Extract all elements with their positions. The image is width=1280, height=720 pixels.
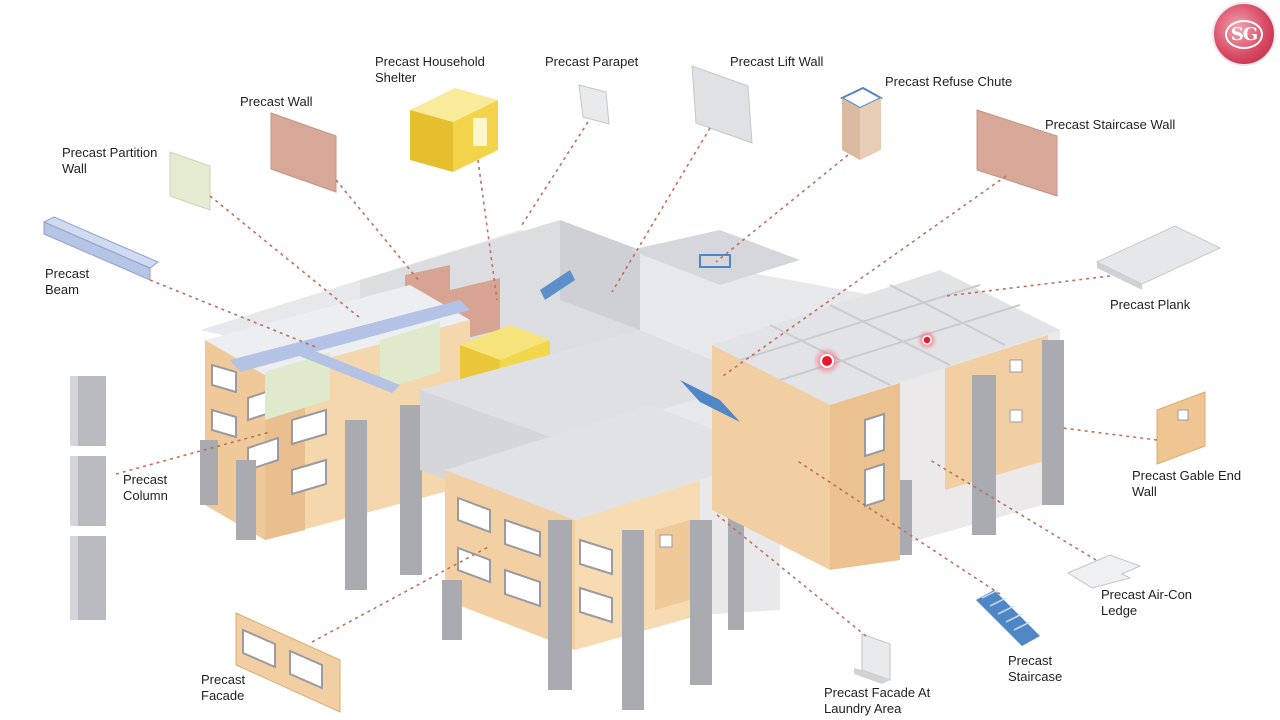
label-facade: Precast Facade bbox=[201, 672, 246, 703]
partition-wall-component bbox=[169, 151, 211, 211]
parapet-component bbox=[578, 84, 610, 125]
label-partition-wall: Precast Partition Wall bbox=[62, 145, 158, 176]
channel-logo: SG bbox=[1212, 2, 1276, 66]
label-plank: Precast Plank bbox=[1110, 297, 1191, 312]
main-building bbox=[200, 220, 1064, 710]
inner-precast-beam bbox=[230, 300, 470, 372]
label-household-shelter: Precast Household Shelter bbox=[375, 54, 485, 85]
staircase-wall-component bbox=[976, 109, 1058, 197]
facade-laundry-component bbox=[854, 633, 891, 684]
component-panels bbox=[42, 65, 1222, 713]
wall-component bbox=[270, 112, 337, 193]
right-block-roof bbox=[712, 270, 1060, 405]
label-staircase-wall: Precast Staircase Wall bbox=[1045, 117, 1176, 132]
staircase-component bbox=[976, 589, 1040, 646]
lift-wall-component bbox=[691, 65, 753, 144]
label-staircase: Precast Staircase bbox=[1008, 653, 1063, 684]
plank-component bbox=[1095, 225, 1222, 285]
label-facade-laundry: Precast Facade At Laundry Area bbox=[824, 685, 931, 716]
label-parapet: Precast Parapet bbox=[545, 54, 639, 69]
gable-end-wall-component bbox=[1156, 391, 1206, 465]
label-lift-wall: Precast Lift Wall bbox=[730, 54, 824, 69]
refuse-chute-component bbox=[839, 86, 884, 160]
label-aircon-ledge: Precast Air-Con Ledge bbox=[1101, 587, 1193, 618]
right-block-side bbox=[712, 345, 830, 570]
aircon-ledge-component bbox=[1066, 554, 1142, 589]
inner-staircases bbox=[540, 270, 740, 422]
leader-lines bbox=[115, 121, 1158, 643]
label-gable-end-wall: Precast Gable End Wall bbox=[1132, 468, 1242, 499]
label-wall: Precast Wall bbox=[240, 94, 313, 109]
label-beam: Precast Beam bbox=[45, 266, 90, 297]
label-column: Precast Column bbox=[123, 472, 168, 503]
logo-text: SG bbox=[1224, 19, 1264, 49]
facade-component bbox=[235, 612, 341, 713]
household-shelter-component bbox=[410, 88, 498, 172]
label-refuse-chute: Precast Refuse Chute bbox=[885, 74, 1013, 89]
red-markers bbox=[813, 330, 937, 375]
